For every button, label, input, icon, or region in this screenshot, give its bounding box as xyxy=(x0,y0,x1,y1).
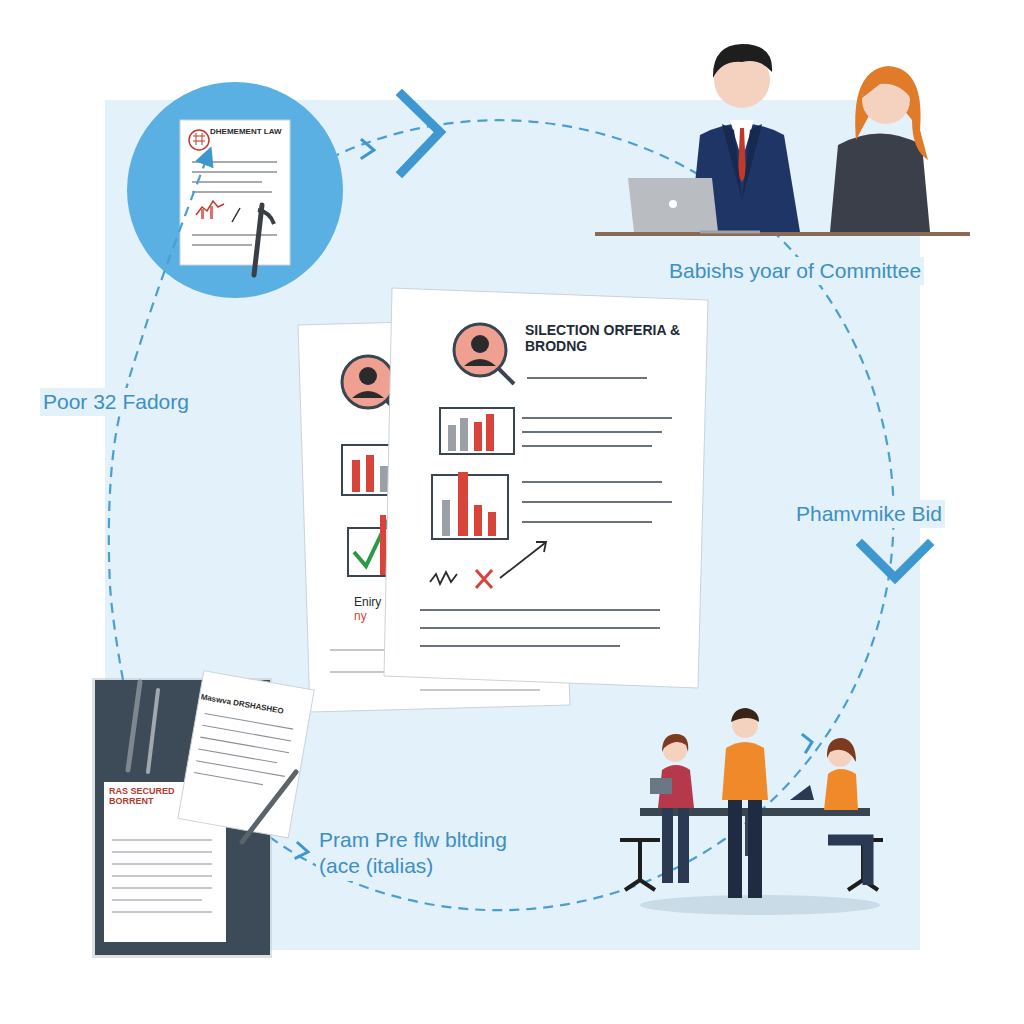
front-document xyxy=(458,472,468,536)
document-box: DHEMEMENT LAW xyxy=(208,126,286,154)
document-paper xyxy=(192,162,277,245)
front-document xyxy=(420,418,672,646)
front-document xyxy=(430,572,457,584)
committee-people xyxy=(738,128,746,182)
team-at-table xyxy=(748,800,762,898)
cycle-label: Poor 32 Fadorg xyxy=(40,388,192,416)
team-at-table xyxy=(790,785,814,800)
back-document xyxy=(352,460,360,492)
committee-people xyxy=(855,66,928,160)
front-document xyxy=(460,418,468,451)
cycle-label: Pram Pre flw bltding (ace (italias) xyxy=(316,826,542,881)
document-paper xyxy=(192,162,277,245)
front-document xyxy=(448,425,456,451)
committee-people xyxy=(722,124,762,200)
team-at-table xyxy=(828,840,868,885)
document-box: SILECTION ORFERIA & BRODNG xyxy=(522,320,700,366)
team-at-table xyxy=(827,738,856,762)
committee-people xyxy=(713,44,772,78)
back-document xyxy=(380,466,388,492)
team-at-table xyxy=(824,769,858,810)
team-at-table xyxy=(728,800,742,898)
cycle-chevrons xyxy=(402,95,440,172)
front-document xyxy=(432,475,508,539)
document-paper xyxy=(180,120,290,265)
clipboard xyxy=(128,682,140,770)
front-document xyxy=(474,505,482,536)
blue-circle xyxy=(127,82,343,298)
document-heading: DHEMEMENT LAW xyxy=(210,127,284,136)
front-document xyxy=(384,288,708,688)
team-at-table xyxy=(662,734,688,752)
document-paper xyxy=(258,210,274,224)
clipboard xyxy=(112,840,212,912)
cycle-chevrons xyxy=(803,735,812,752)
front-document xyxy=(420,418,672,646)
document-heading: RAS SECURED BORRENT xyxy=(109,786,220,807)
team-at-table xyxy=(620,708,883,915)
front-document xyxy=(384,288,708,688)
document-paper xyxy=(180,120,290,275)
front-document xyxy=(536,542,546,552)
team-at-table xyxy=(722,742,768,800)
front-document xyxy=(500,543,545,578)
clipboard xyxy=(178,671,314,838)
cycle-chevrons xyxy=(862,545,928,578)
front-document xyxy=(476,570,492,588)
front-document xyxy=(474,422,482,451)
clipboard xyxy=(148,690,158,772)
clipboard xyxy=(194,713,293,788)
front-document xyxy=(471,335,489,353)
blue-circle xyxy=(127,82,343,298)
team-at-table xyxy=(678,808,689,883)
document-heading: SILECTION ORFERIA & BRODNG xyxy=(525,322,697,354)
cycle-label: Phamvmike Bid xyxy=(793,500,945,528)
committee-people xyxy=(595,44,970,236)
clipboard xyxy=(194,713,293,788)
back-document xyxy=(359,367,377,385)
front-document xyxy=(464,359,496,366)
cycle-label: Babishs yoar of Committee xyxy=(666,257,924,285)
team-at-table xyxy=(620,840,660,890)
document-paper xyxy=(193,133,205,145)
document-box: RAS SECURED BORRENT xyxy=(95,680,270,955)
document-paper xyxy=(210,206,213,219)
team-at-table xyxy=(650,778,672,794)
document-paper xyxy=(254,205,262,275)
back-document xyxy=(380,515,386,575)
document-heading: Maswva DRSHASHEO xyxy=(200,692,292,717)
document-note: ny xyxy=(354,610,396,624)
cycle-chevrons xyxy=(296,843,308,858)
clipboard xyxy=(242,772,296,842)
front-document xyxy=(442,500,450,536)
committee-people xyxy=(595,232,970,236)
cycle-chevrons xyxy=(362,140,374,158)
front-document xyxy=(527,377,647,379)
front-document xyxy=(486,414,494,451)
committee-people xyxy=(700,231,760,234)
team-at-table xyxy=(731,708,759,722)
committee-people xyxy=(862,70,912,100)
committee-people xyxy=(830,134,930,233)
front-document xyxy=(440,408,514,454)
document-heading: Eniry xyxy=(354,596,396,610)
back-document xyxy=(366,455,374,492)
document-box: Eniryny xyxy=(352,594,398,638)
document-paper xyxy=(189,130,209,150)
front-document xyxy=(488,512,496,536)
document-paper xyxy=(232,208,240,222)
committee-people xyxy=(669,200,677,208)
document-box: Maswva DRSHASHEO xyxy=(195,690,294,734)
clipboard xyxy=(112,840,212,912)
back-document xyxy=(352,391,384,398)
front-document xyxy=(498,368,514,384)
document-paper xyxy=(201,209,204,219)
clipboard xyxy=(178,671,314,838)
committee-people xyxy=(628,178,718,232)
team-at-table xyxy=(662,808,673,883)
clipboard xyxy=(92,671,314,958)
